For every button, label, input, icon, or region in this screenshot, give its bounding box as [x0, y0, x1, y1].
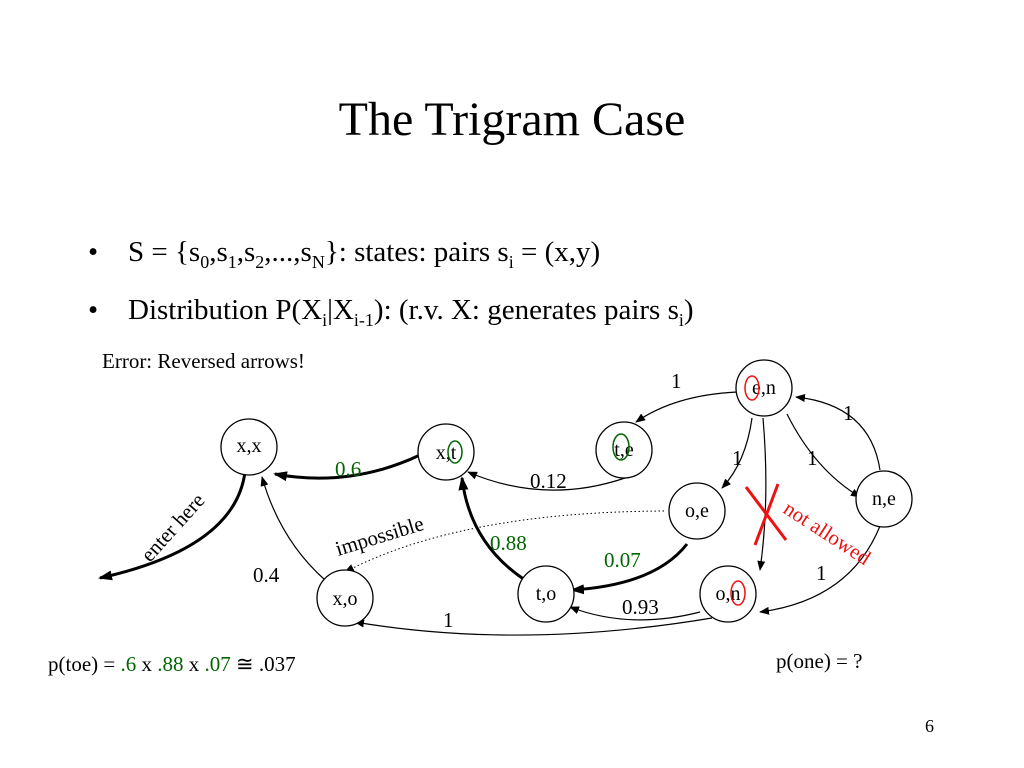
bullet-text: S = {s [128, 236, 201, 268]
edge-label-on-to: 0.93 [622, 595, 659, 619]
state-oe: o,e [668, 482, 726, 540]
bullet-text: = (x,y) [513, 236, 601, 268]
state-label: n,e [872, 488, 896, 510]
bullet-text: ) [683, 294, 694, 326]
subscript: i [678, 309, 684, 330]
state-label: e,n [752, 377, 776, 399]
edge-oe-to [570, 543, 689, 595]
formula-times: x [184, 652, 205, 676]
bullet-text: ,s [236, 236, 256, 268]
state-label: x,x [237, 435, 262, 457]
state-te: t,e [595, 421, 653, 479]
subscript: 0 [200, 251, 210, 272]
state-on: o,n [699, 565, 757, 623]
state-label: o,e [685, 500, 709, 522]
bullet-marker: • [88, 236, 99, 268]
state-label: x,t [436, 442, 457, 464]
question-text: p(one) = ? [776, 649, 862, 673]
state-label: o,n [716, 583, 741, 605]
highlight-circle [744, 375, 760, 401]
highlight-circle [730, 580, 746, 606]
subscript: 2 [255, 251, 265, 272]
bullet-text: Distribution P(X [128, 294, 323, 326]
edge-label-ne-on: 1 [816, 561, 827, 585]
edge-label-en-te: 1 [671, 369, 682, 393]
bullet-distribution: •Distribution P(Xi|Xi-1): (r.v. X: gener… [88, 294, 694, 331]
subscript: N [311, 251, 325, 272]
edge-label-te-xt: 0.12 [530, 469, 567, 493]
bullet-marker: • [88, 294, 99, 326]
edge-en-on [757, 417, 767, 571]
subscript: i-1 [353, 309, 374, 330]
edge-en-oe [721, 417, 753, 489]
state-xo: x,o [316, 569, 374, 627]
formula-term: .88 [157, 652, 183, 676]
edge-label-xo-xx: 0.4 [253, 563, 280, 587]
edge-to-xt [458, 476, 529, 584]
state-xx: x,x [220, 418, 278, 476]
formula-lhs: p(toe) = [48, 652, 121, 676]
edge-label-to-xt: 0.88 [490, 531, 527, 555]
edge-on-xo [354, 617, 713, 636]
bullet-text: }: states: pairs s [324, 236, 509, 268]
formula-approx: ≅ [231, 652, 259, 676]
state-label: t,o [536, 583, 557, 605]
highlight-circle [612, 433, 630, 461]
bullet-text: ,...,s [264, 236, 312, 268]
impossible-label: impossible [332, 511, 426, 561]
error-note: Error: Reversed arrows! [102, 349, 305, 373]
edge-enter-here [98, 471, 247, 581]
page-number: 6 [925, 716, 934, 736]
edge-xo-xx [260, 476, 326, 581]
edge-xt-xx [273, 453, 421, 482]
edge-en-ne [786, 413, 861, 498]
bullet-states: •S = {s0,s1,s2,...,sN}: states: pairs si… [88, 236, 600, 273]
edge-te-xt [467, 471, 626, 491]
edge-label-xt-xx: 0.6 [335, 457, 361, 481]
highlight-circle [447, 440, 463, 464]
edge-label-en-oe: 1 [732, 446, 743, 470]
state-label: x,o [333, 588, 358, 610]
edge-ne-en [795, 393, 881, 471]
edge-label-on-xo: 1 [443, 608, 454, 632]
edge-impossible [344, 510, 665, 573]
subscript: i [322, 309, 328, 330]
edge-label-oe-to: 0.07 [604, 548, 641, 572]
formula-times: x [136, 652, 157, 676]
state-to: t,o [517, 565, 575, 623]
bullet-text: |X [327, 294, 354, 326]
edge-label-ne-en: 1 [843, 401, 854, 425]
state-ne: n,e [855, 470, 913, 528]
probability-formula: p(toe) = .6 x .88 x .07 ≅ .037 [48, 652, 296, 676]
cross-mark [744, 483, 788, 546]
formula-term: .07 [205, 652, 231, 676]
slide-title: The Trigram Case [338, 93, 686, 146]
edge-en-te [635, 391, 738, 423]
state-xt: x,t [417, 423, 475, 481]
edge-on-to [569, 606, 701, 621]
formula-result: .037 [259, 652, 296, 676]
edge-label-en-ne: 1 [807, 446, 818, 470]
subscript: i [508, 251, 514, 272]
bullet-text: ,s [209, 236, 228, 268]
bullet-text: ): (r.v. X: generates pairs s [373, 294, 679, 326]
state-en: e,n [735, 359, 793, 417]
formula-term: .6 [121, 652, 137, 676]
edge-ne-on [759, 525, 881, 615]
subscript: 1 [227, 251, 237, 272]
